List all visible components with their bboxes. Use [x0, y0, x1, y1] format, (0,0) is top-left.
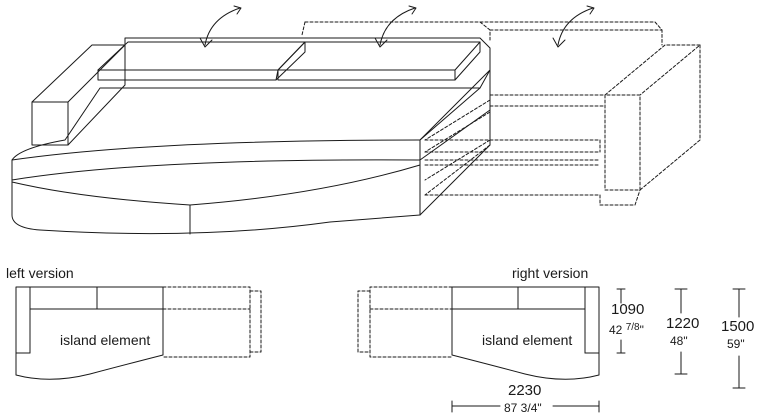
left-plan-extension — [162, 286, 262, 358]
dimension-1220-line — [674, 288, 688, 375]
right-plan-extension — [357, 286, 453, 358]
left-plan-island-seat — [15, 308, 164, 380]
rotate-arrow-icon-1 — [199, 5, 242, 48]
right-island-label: island element — [482, 332, 573, 348]
dimension-1500-inch: 59" — [727, 337, 745, 351]
rotate-arrow-icon-3 — [552, 5, 595, 48]
left-armrest — [31, 44, 126, 146]
dimension-2230-line — [451, 400, 600, 413]
dimension-2230-mm: 2230 — [508, 382, 542, 399]
rotate-arrow-icon-2 — [374, 5, 417, 48]
dimension-1500-mm: 1500 — [721, 318, 755, 335]
dimension-1090-inch: 42 7/8" — [609, 322, 644, 337]
dimension-1500-line — [732, 288, 746, 389]
left-version-label: left version — [6, 265, 74, 281]
back-cushion-middle — [277, 41, 481, 81]
dimension-1220-inch: 48" — [670, 334, 688, 348]
dimension-1090-mm: 1090 — [611, 301, 645, 318]
dimension-1220-mm: 1220 — [666, 315, 700, 332]
dimension-2230-inch: 87 3/4" — [504, 401, 542, 415]
right-plan-island-seat — [451, 308, 600, 380]
back-panel — [124, 37, 491, 71]
right-version-label: right version — [512, 265, 589, 281]
left-island-label: island element — [60, 332, 151, 348]
extension-module-dashed — [301, 21, 701, 206]
dimension-1090-line — [616, 288, 626, 354]
island-seat — [11, 69, 491, 235]
